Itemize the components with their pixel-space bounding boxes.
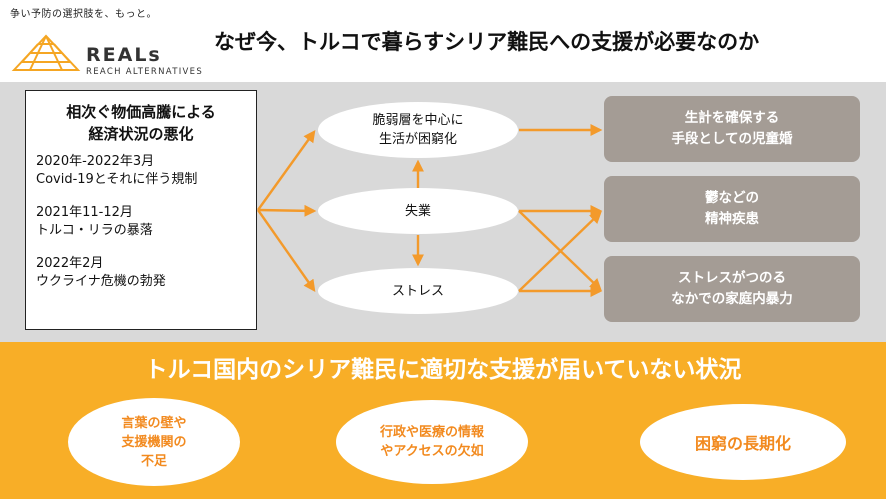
oval-text: 不足 [140, 453, 167, 469]
cause-title: 相次ぐ物価高騰による 経済状況の悪化 [36, 101, 246, 145]
result-child-marriage: 生計を確保する 手段としての児童婚 [604, 96, 860, 162]
logo-subtitle: REACH ALTERNATIVES [86, 67, 204, 77]
oval-text: 言葉の壁や [121, 415, 187, 431]
result-text: 鬱などの [705, 190, 759, 206]
event-date: 2021年11-12月 [36, 205, 133, 220]
event-text: Covid-19とそれに伴う規制 [36, 172, 198, 187]
arrow-stress-to-mental [518, 211, 602, 292]
oval-text: 支援機関の [121, 434, 187, 450]
arrow-cause-to-poverty [257, 130, 316, 211]
arrow-jobloss-to-violence [518, 210, 602, 291]
arrow-cause-to-stress [257, 209, 316, 292]
result-text: 生計を確保する [684, 110, 780, 126]
oval-text: 困窮の長期化 [694, 434, 791, 453]
node-text: 生活が困窮化 [378, 132, 457, 147]
oval-language-barrier: 言葉の壁や 支援機関の 不足 [68, 398, 240, 486]
event-lira: 2021年11-12月 トルコ・リラの暴落 [36, 204, 246, 240]
economic-cause-box: 相次ぐ物価高騰による 経済状況の悪化 2020年-2022年3月 Covid-1… [25, 90, 257, 330]
tagline: 争い予防の選択肢を、もっと。 [10, 9, 157, 20]
event-text: ウクライナ危機の勃発 [36, 274, 166, 289]
node-text: ストレス [391, 283, 444, 299]
node-stress: ストレス [318, 268, 518, 314]
band-title: トルコ国内のシリア難民に適切な支援が届いていない状況 [144, 357, 742, 383]
event-date: 2020年-2022年3月 [36, 154, 155, 169]
result-text: 精神疾患 [705, 211, 759, 227]
event-covid: 2020年-2022年3月 Covid-19とそれに伴う規制 [36, 153, 246, 189]
event-date: 2022年2月 [36, 256, 104, 271]
cause-title-line: 経済状況の悪化 [88, 125, 194, 143]
result-text: なかでの家庭内暴力 [671, 291, 793, 307]
result-text: 手段としての児童婚 [671, 131, 793, 147]
cause-title-line: 相次ぐ物価高騰による [66, 103, 216, 121]
node-text: 脆弱層を中心に [372, 113, 464, 128]
oval-info-access: 行政や医療の情報 やアクセスの欠如 [336, 400, 528, 484]
result-text: ストレスがつのる [678, 270, 786, 286]
result-mental-illness: 鬱などの 精神疾患 [604, 176, 860, 242]
oval-text: やアクセスの欠如 [380, 444, 484, 459]
node-unemployment: 失業 [318, 188, 518, 234]
result-domestic-violence: ストレスがつのる なかでの家庭内暴力 [604, 256, 860, 322]
arrow-cause-to-jobloss [257, 204, 317, 217]
event-text: トルコ・リラの暴落 [36, 223, 153, 238]
node-life-poverty: 脆弱層を中心に 生活が困窮化 [318, 102, 518, 158]
reals-logo-icon [11, 34, 81, 71]
page-title: なぜ今、トルコで暮らすシリア難民への支援が必要なのか [214, 30, 760, 54]
event-ukraine: 2022年2月 ウクライナ危機の勃発 [36, 255, 246, 291]
oval-text: 行政や医療の情報 [379, 425, 484, 440]
node-text: 失業 [404, 203, 431, 219]
oval-prolonged-poverty: 困窮の長期化 [640, 404, 846, 480]
logo-name: REALs [86, 44, 162, 66]
